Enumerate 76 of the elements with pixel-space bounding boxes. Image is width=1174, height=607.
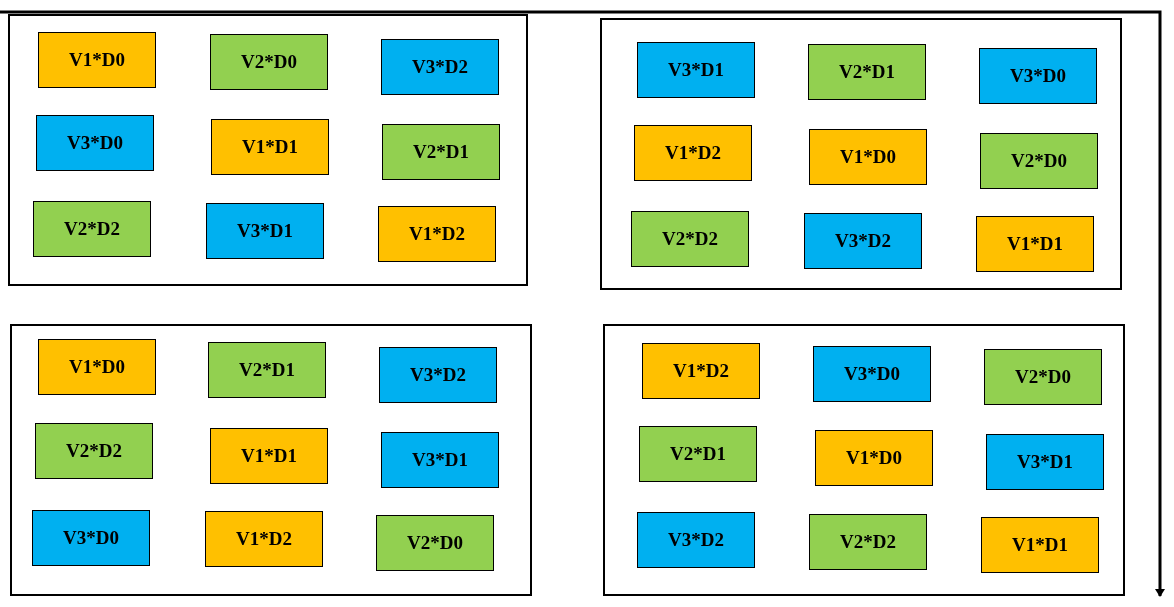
plot-label: V1*D1 [241, 445, 297, 467]
plot-label: V1*D0 [840, 146, 896, 168]
block-frame [603, 324, 1125, 596]
plot-box [642, 343, 760, 399]
plot-label: V2*D1 [839, 61, 895, 83]
plot-label: V2*D2 [840, 531, 896, 553]
plot-label: V3*D0 [1010, 65, 1066, 87]
plot-box [32, 510, 150, 566]
plot-box [637, 512, 755, 568]
plot-label: V3*D1 [412, 449, 468, 471]
plot-box [38, 339, 156, 395]
plot-box [631, 211, 749, 267]
plot-label: V3*D0 [844, 363, 900, 385]
plot-box [976, 216, 1094, 272]
plot-label: V3*D1 [237, 220, 293, 242]
plot-box [804, 213, 922, 269]
plot-label: V3*D0 [67, 132, 123, 154]
block-frame [10, 324, 532, 596]
plot-label: V3*D0 [63, 527, 119, 549]
plot-label: V1*D2 [673, 360, 729, 382]
plot-box [634, 125, 752, 181]
plot-label: V2*D0 [241, 51, 297, 73]
plot-box [378, 206, 496, 262]
plot-box [808, 44, 926, 100]
plot-box [35, 423, 153, 479]
plot-label: V2*D2 [64, 218, 120, 240]
plot-label: V3*D1 [1017, 451, 1073, 473]
plot-box [381, 39, 499, 95]
plot-box [809, 129, 927, 185]
plot-box [981, 517, 1099, 573]
block-frame [8, 14, 528, 286]
plot-label: V3*D2 [410, 364, 466, 386]
plot-box [815, 430, 933, 486]
plot-label: V2*D1 [670, 443, 726, 465]
plot-box [210, 34, 328, 90]
block-frame [600, 18, 1122, 290]
plot-label: V1*D2 [409, 223, 465, 245]
plot-box [809, 514, 927, 570]
plot-box [980, 133, 1098, 189]
plot-box [813, 346, 931, 402]
plot-box [379, 347, 497, 403]
plot-label: V2*D1 [413, 141, 469, 163]
plot-box [984, 349, 1102, 405]
plot-box [382, 124, 500, 180]
plot-label: V2*D0 [407, 532, 463, 554]
plot-label: V2*D0 [1011, 150, 1067, 172]
plot-box [208, 342, 326, 398]
plot-label: V1*D1 [242, 136, 298, 158]
plot-label: V1*D0 [846, 447, 902, 469]
plot-label: V2*D0 [1015, 366, 1071, 388]
plot-label: V3*D2 [668, 529, 724, 551]
plot-label: V3*D2 [412, 56, 468, 78]
plot-label: V2*D2 [662, 228, 718, 250]
plot-label: V1*D2 [665, 142, 721, 164]
plot-box [986, 434, 1104, 490]
plot-label: V3*D2 [835, 230, 891, 252]
plot-box [205, 511, 323, 567]
plot-box [639, 426, 757, 482]
plot-box [979, 48, 1097, 104]
plot-box [38, 32, 156, 88]
plot-box [376, 515, 494, 571]
plot-label: V1*D0 [69, 356, 125, 378]
plot-box [36, 115, 154, 171]
plot-box [33, 201, 151, 257]
plot-box [211, 119, 329, 175]
plot-label: V2*D2 [66, 440, 122, 462]
plot-box [206, 203, 324, 259]
plot-label: V1*D1 [1007, 233, 1063, 255]
plot-box [637, 42, 755, 98]
plot-box [210, 428, 328, 484]
plot-label: V1*D0 [69, 49, 125, 71]
plot-label: V1*D1 [1012, 534, 1068, 556]
plot-box [381, 432, 499, 488]
plot-label: V2*D1 [239, 359, 295, 381]
plot-label: V3*D1 [668, 59, 724, 81]
plot-label: V1*D2 [236, 528, 292, 550]
